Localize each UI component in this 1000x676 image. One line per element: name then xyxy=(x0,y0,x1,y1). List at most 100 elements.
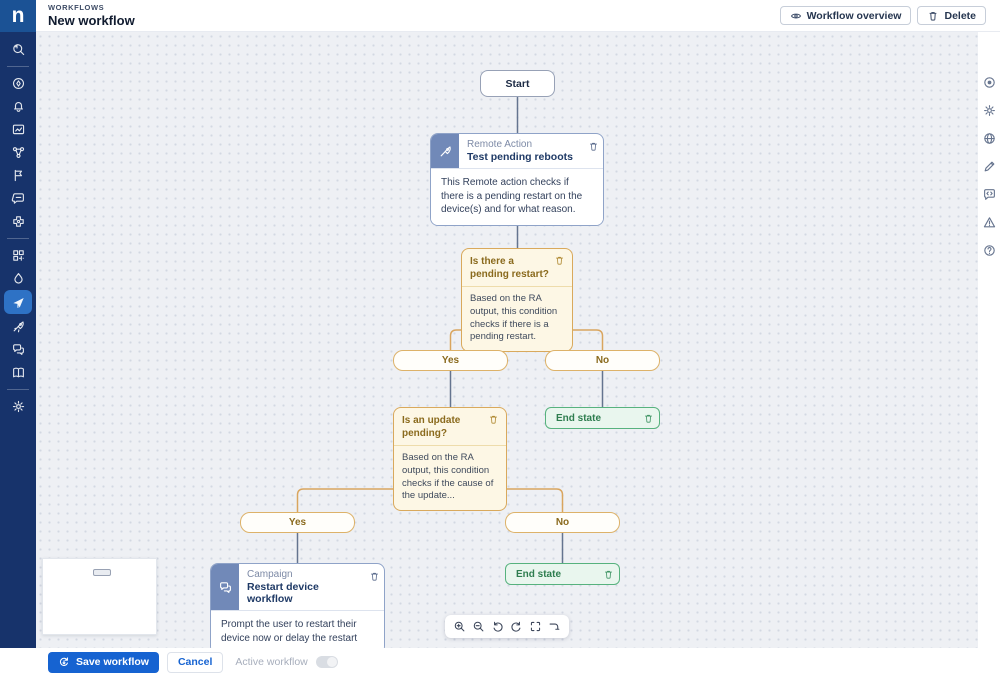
settings-icon[interactable] xyxy=(4,395,32,417)
branch-yes-pill[interactable]: Yes xyxy=(393,350,508,371)
node-title: Restart device workflow xyxy=(247,581,319,605)
branch-no-label: No xyxy=(595,355,610,366)
end-state-label: End state xyxy=(556,412,602,424)
branch-yes-pill[interactable]: Yes xyxy=(240,512,355,533)
minimap[interactable] xyxy=(42,558,157,635)
nexthink-logo[interactable]: n xyxy=(0,0,36,32)
active-workflow-toggle[interactable] xyxy=(315,656,338,668)
delete-node-button[interactable] xyxy=(484,414,502,425)
remote-action-titles: Remote Action Test pending reboots xyxy=(459,134,583,168)
branch-yes-label: Yes xyxy=(288,517,307,528)
condition-description: Based on the RA output, this condition c… xyxy=(470,293,558,343)
condition-description: Based on the RA output, this condition c… xyxy=(402,452,494,502)
message-edit-icon[interactable] xyxy=(4,187,32,209)
compass-icon[interactable] xyxy=(4,72,32,94)
workflow-overview-label: Workflow overview xyxy=(806,9,902,22)
branch-no-pill[interactable]: No xyxy=(545,350,660,371)
trash-icon xyxy=(489,415,497,424)
remote-action-header: Remote Action Test pending reboots xyxy=(431,134,603,169)
trash-icon xyxy=(644,414,652,423)
droplet-icon[interactable] xyxy=(4,267,32,289)
footer-bar: Save workflow Cancel Active workflow xyxy=(0,648,1000,676)
campaign-titles: Campaign Restart device workflow xyxy=(239,564,364,610)
globe-icon[interactable] xyxy=(982,131,997,146)
cancel-button[interactable]: Cancel xyxy=(166,651,224,673)
remote-action-node[interactable]: Remote Action Test pending reboots This … xyxy=(430,133,604,226)
condition-title: Is there a pending restart? xyxy=(470,256,549,280)
dashboards-icon[interactable] xyxy=(4,118,32,140)
rocket-icon[interactable] xyxy=(4,315,32,337)
code-comment-icon[interactable] xyxy=(982,187,997,202)
trash-icon xyxy=(555,256,563,265)
condition-node-pending-restart[interactable]: Is there a pending restart? Based on the… xyxy=(461,248,573,353)
top-header: WORKFLOWS New workflow Workflow overview… xyxy=(36,0,1000,32)
delete-label: Delete xyxy=(944,9,976,22)
search-history-icon[interactable] xyxy=(4,38,32,60)
warning-icon[interactable] xyxy=(982,215,997,230)
start-node[interactable]: Start xyxy=(480,70,555,97)
campaigns-icon xyxy=(211,564,239,610)
header-actions: Workflow overview Delete xyxy=(779,6,986,25)
trash-icon xyxy=(589,142,597,151)
page-title: New workflow xyxy=(48,13,135,28)
trash-icon xyxy=(370,572,378,581)
delete-node-button[interactable] xyxy=(583,134,603,168)
canvas-toolbar xyxy=(445,615,569,638)
workflow-canvas[interactable]: Start Remote Action Test pending reboots… xyxy=(36,32,978,654)
condition-node-update-pending[interactable]: Is an update pending? Based on the RA ou… xyxy=(393,407,507,512)
rocket-icon xyxy=(431,134,459,168)
trash-icon xyxy=(930,11,937,21)
workflows-icon[interactable] xyxy=(4,290,32,314)
eye-icon xyxy=(790,13,801,18)
toggle-knob xyxy=(326,657,337,667)
delete-node-button[interactable] xyxy=(364,564,384,610)
flag-icon[interactable] xyxy=(4,164,32,186)
right-tool-rail xyxy=(978,32,1000,648)
target-icon[interactable] xyxy=(982,75,997,90)
condition-header: Is there a pending restart? xyxy=(462,249,572,287)
node-type-label: Remote Action xyxy=(467,139,533,150)
header-titles: WORKFLOWS New workflow xyxy=(48,3,135,28)
undo-icon[interactable] xyxy=(488,617,507,636)
redo-icon[interactable] xyxy=(507,617,526,636)
pencil-icon[interactable] xyxy=(982,159,997,174)
save-workflow-label: Save workflow xyxy=(76,656,149,668)
node-title: Test pending reboots xyxy=(467,151,573,163)
campaign-node[interactable]: Campaign Restart device workflow Prompt … xyxy=(210,563,385,654)
delete-node-button[interactable] xyxy=(597,569,619,580)
auto-layout-icon[interactable] xyxy=(545,617,564,636)
campaigns-icon[interactable] xyxy=(4,338,32,360)
node-description: Prompt the user to restart their device … xyxy=(211,611,384,653)
delete-node-button[interactable] xyxy=(550,255,568,266)
gear-icon[interactable] xyxy=(982,103,997,118)
branch-no-pill[interactable]: No xyxy=(505,512,620,533)
condition-header: Is an update pending? xyxy=(394,408,506,446)
active-workflow-label: Active workflow xyxy=(235,656,308,668)
campaign-header: Campaign Restart device workflow xyxy=(211,564,384,611)
minimap-viewport[interactable] xyxy=(93,569,111,576)
help-icon[interactable] xyxy=(982,243,997,258)
left-nav-rail xyxy=(0,32,36,648)
branch-no-label: No xyxy=(555,517,570,528)
network-icon[interactable] xyxy=(4,141,32,163)
fit-view-icon[interactable] xyxy=(526,617,545,636)
bell-icon[interactable] xyxy=(4,95,32,117)
trash-icon xyxy=(604,570,612,579)
rail-divider xyxy=(7,66,29,67)
end-state-label: End state xyxy=(516,568,562,580)
grid-icon[interactable] xyxy=(4,244,32,266)
condition-title: Is an update pending? xyxy=(402,415,461,439)
delete-button[interactable]: Delete xyxy=(917,6,986,25)
integrations-icon[interactable] xyxy=(4,210,32,232)
end-state-node[interactable]: End state xyxy=(545,407,660,429)
start-label: Start xyxy=(505,77,530,90)
delete-node-button[interactable] xyxy=(637,413,659,424)
zoom-in-icon[interactable] xyxy=(450,617,469,636)
save-workflow-button[interactable]: Save workflow xyxy=(48,651,159,673)
workflow-overview-button[interactable]: Workflow overview xyxy=(779,6,912,25)
library-icon[interactable] xyxy=(4,361,32,383)
end-state-node[interactable]: End state xyxy=(505,563,620,585)
zoom-out-icon[interactable] xyxy=(469,617,488,636)
breadcrumb: WORKFLOWS xyxy=(48,3,105,12)
